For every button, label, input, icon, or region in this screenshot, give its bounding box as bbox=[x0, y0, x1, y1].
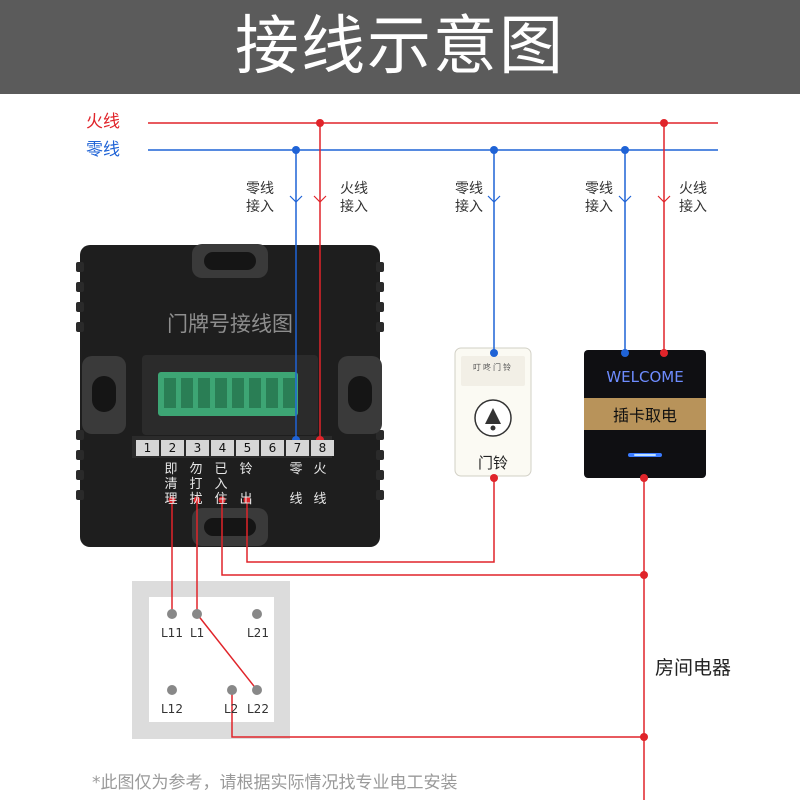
terminal-label-clean: 即清理 bbox=[164, 462, 178, 507]
neutral-line-label: 零线 bbox=[86, 140, 120, 160]
doorbell-device bbox=[454, 347, 532, 477]
title-banner: 接线示意图 bbox=[0, 0, 800, 94]
switch-label-l11: L11 bbox=[161, 626, 183, 640]
switch-label-l2: L2 bbox=[224, 702, 239, 716]
terminal-4: 4 bbox=[211, 440, 234, 456]
neutral-in-label: 零线接入 bbox=[585, 181, 613, 215]
terminal-5: 5 bbox=[236, 440, 259, 456]
footnote: *此图仅为参考，请根据实际情况找专业电工安装 bbox=[92, 773, 458, 793]
terminal-label-live: 火线 bbox=[313, 462, 327, 507]
live-in-label: 火线接入 bbox=[679, 181, 707, 215]
junction-dots bbox=[168, 119, 668, 741]
terminal-8: 8 bbox=[311, 440, 334, 456]
terminal-label-neutral: 零线 bbox=[289, 462, 303, 507]
terminal-3: 3 bbox=[186, 440, 209, 456]
terminal-1: 1 bbox=[136, 440, 159, 456]
terminal-label-occupied: 已入住 bbox=[214, 462, 228, 507]
card-switch-label: 插卡取电 bbox=[612, 406, 677, 425]
terminal-label-bell-out: 铃出 bbox=[239, 462, 253, 507]
neutral-in-label: 零线接入 bbox=[455, 181, 483, 215]
panel-title: 门牌号接线图 bbox=[167, 312, 293, 336]
switch-label-l1: L1 bbox=[190, 626, 205, 640]
terminal-2: 2 bbox=[161, 440, 184, 456]
room-appliance-label: 房间电器 bbox=[655, 657, 732, 679]
doorbell-label: 门铃 bbox=[477, 454, 508, 472]
switch-terminals bbox=[167, 609, 262, 695]
switch-label-l12: L12 bbox=[161, 702, 183, 716]
neutral-in-label: 零线接入 bbox=[246, 181, 274, 215]
card-switch-display: WELCOME bbox=[606, 368, 684, 386]
terminal-label-dnd: 勿打扰 bbox=[189, 462, 203, 507]
card-power-switch-device bbox=[584, 350, 706, 478]
terminal-panel bbox=[76, 244, 384, 547]
live-in-label: 火线接入 bbox=[340, 181, 368, 215]
live-line-label: 火线 bbox=[86, 112, 120, 132]
terminal-7: 7 bbox=[286, 440, 309, 456]
doorbell-header-text: 叮咚门铃 bbox=[473, 363, 513, 372]
terminal-6: 6 bbox=[261, 440, 284, 456]
page-title: 接线示意图 bbox=[235, 10, 565, 84]
switch-label-l21: L21 bbox=[247, 626, 269, 640]
switch-label-l22: L22 bbox=[247, 702, 269, 716]
